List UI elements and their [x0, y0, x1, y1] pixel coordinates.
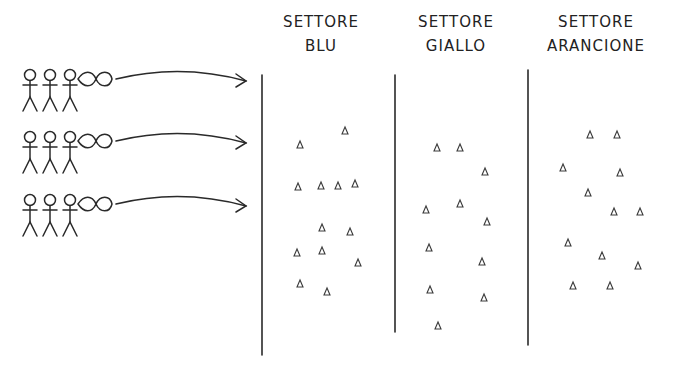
figure-body — [29, 206, 31, 223]
seed-mark — [427, 286, 433, 293]
figure-body — [29, 81, 31, 98]
flow-arrow — [116, 133, 246, 143]
figure-head — [25, 195, 36, 206]
figure-head — [65, 195, 76, 206]
seed-mark — [637, 208, 643, 215]
arrow-head — [236, 136, 246, 149]
sector-band: SETTORE BLU — [262, 10, 395, 355]
figure-head — [45, 132, 56, 143]
sector-title: SETTORE ARANCIONE — [540, 10, 652, 58]
stick-figure — [43, 70, 57, 112]
stick-figure — [63, 70, 246, 112]
seed-mark — [565, 239, 571, 246]
arrow-head — [236, 74, 246, 87]
sector-title: SETTORE GIALLO — [410, 10, 502, 58]
infinity-loop — [78, 134, 112, 148]
seed-mark — [614, 131, 620, 138]
people-group — [23, 70, 246, 237]
figure-legs — [43, 159, 57, 173]
seed-mark — [423, 206, 429, 213]
figure-legs — [63, 222, 77, 236]
seed-mark — [319, 247, 325, 254]
figure-legs — [63, 97, 77, 111]
sector-band: SETTORE GIALLO — [395, 10, 528, 332]
figure-body — [69, 143, 71, 160]
figure-body — [49, 143, 51, 160]
seed-mark — [560, 164, 566, 171]
figure-head — [25, 132, 36, 143]
figure-body — [69, 81, 71, 98]
figure-head — [45, 70, 56, 81]
stick-figure — [63, 195, 246, 237]
figure-head — [25, 70, 36, 81]
figure-legs — [43, 222, 57, 236]
figure-legs — [23, 97, 37, 111]
figure-legs — [23, 222, 37, 236]
seed-mark — [342, 127, 348, 134]
seed-mark — [457, 144, 463, 151]
sector-band: SETTORE ARANCIONE — [528, 10, 694, 345]
arrow-head — [236, 199, 246, 212]
sector-divider — [261, 75, 263, 355]
stick-figure — [63, 132, 246, 174]
seed-mark — [319, 224, 325, 231]
stick-figure — [23, 195, 37, 237]
flow-arrow — [116, 71, 246, 81]
seed-mark — [479, 258, 485, 265]
figure-head — [65, 70, 76, 81]
seed-mark — [599, 252, 605, 259]
flow-arrow — [116, 196, 246, 206]
figure-head — [65, 132, 76, 143]
figure-head — [45, 195, 56, 206]
seed-mark — [347, 228, 353, 235]
stick-figure — [23, 132, 37, 174]
seed-marks — [294, 127, 643, 329]
seed-mark — [355, 259, 361, 266]
figure-body — [29, 143, 31, 160]
seed-mark — [587, 131, 593, 138]
figure-body — [69, 206, 71, 223]
seed-mark — [607, 282, 613, 289]
sector-divider — [527, 70, 529, 345]
seed-mark — [482, 168, 488, 175]
infinity-loop — [78, 197, 112, 211]
figure-legs — [63, 159, 77, 173]
seed-mark — [481, 294, 487, 301]
figure-legs — [23, 159, 37, 173]
figure-legs — [43, 97, 57, 111]
seed-mark — [335, 182, 341, 189]
seed-mark — [570, 282, 576, 289]
sector-divider — [394, 75, 396, 332]
seed-mark — [484, 218, 490, 225]
seed-mark — [434, 144, 440, 151]
seed-mark — [324, 288, 330, 295]
seed-mark — [457, 200, 463, 207]
sector-title: SETTORE BLU — [275, 10, 367, 58]
seed-mark — [635, 262, 641, 269]
seed-mark — [611, 208, 617, 215]
seed-mark — [294, 249, 300, 256]
seed-mark — [318, 182, 324, 189]
seed-mark — [585, 189, 591, 196]
figure-body — [49, 81, 51, 98]
seed-mark — [435, 322, 441, 329]
seed-mark — [295, 183, 301, 190]
seed-mark — [297, 280, 303, 287]
seed-mark — [297, 141, 303, 148]
seed-mark — [426, 244, 432, 251]
figure-body — [49, 206, 51, 223]
seed-mark — [352, 180, 358, 187]
stick-figure — [23, 70, 37, 112]
stick-figure — [43, 132, 57, 174]
stick-figure — [43, 195, 57, 237]
seed-mark — [617, 169, 623, 176]
infinity-loop — [78, 72, 112, 86]
